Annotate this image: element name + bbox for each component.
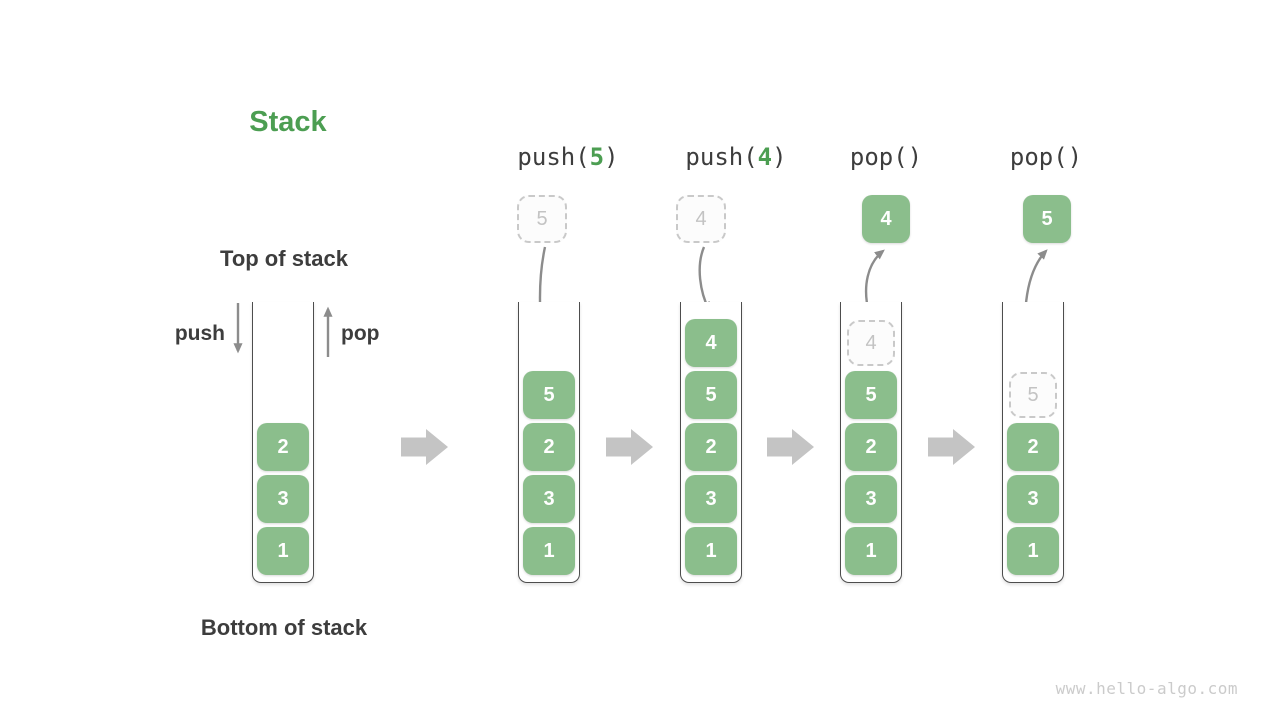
stack-item: 3 [845,475,897,523]
operation-label: pop() [786,143,986,171]
stack-item: 1 [685,527,737,575]
operation-label: push(5) [468,143,668,171]
flow-arrow [401,429,448,465]
push-direction-label: push [174,322,225,345]
floating-value-ghost: 4 [676,195,726,243]
operation-paren: ) [907,143,923,171]
pop-direction-label: pop [341,322,380,345]
stack-item: 3 [523,475,575,523]
stack-item: 5 [685,371,737,419]
stack-item: 3 [1007,475,1059,523]
operation-name: push( [517,143,590,171]
operation-paren: ) [1067,143,1083,171]
operation-label: push(4) [636,143,836,171]
stack-item: 2 [523,423,575,471]
stack-item: 1 [845,527,897,575]
stack-item: 3 [257,475,309,523]
stack-item: 2 [845,423,897,471]
floating-value-ghost: 5 [517,195,567,243]
stack-item: 5 [523,371,575,419]
top-of-stack-label: Top of stack [220,246,348,271]
push-arrow [698,246,711,313]
operation-arg: 5 [589,143,605,171]
stack-item: 4 [685,319,737,367]
operation-label: pop() [946,143,1146,171]
operation-paren: ) [772,143,787,171]
stack-item: 3 [685,475,737,523]
stack-item-ghost: 4 [847,320,895,366]
stack-item: 2 [685,423,737,471]
bottom-of-stack-label: Bottom of stack [200,615,368,640]
popped-value-box: 4 [862,195,910,243]
operation-name: push( [685,143,758,171]
flow-arrow [928,429,975,465]
stack-item: 1 [257,527,309,575]
watermark: www.hello-algo.com [1055,679,1238,698]
operation-arg: 4 [757,143,773,171]
operation-name: pop( [849,143,908,171]
stack-item: 5 [845,371,897,419]
stack-item-ghost: 5 [1009,372,1057,418]
stack-item: 1 [1007,527,1059,575]
flow-arrow [767,429,814,465]
flow-arrow [606,429,653,465]
operation-paren: ) [604,143,619,171]
popped-value-box: 5 [1023,195,1071,243]
stack-item: 1 [523,527,575,575]
diagram-title: Stack [249,106,327,138]
stack-item: 2 [257,423,309,471]
stack-item: 2 [1007,423,1059,471]
operation-name: pop( [1009,143,1068,171]
